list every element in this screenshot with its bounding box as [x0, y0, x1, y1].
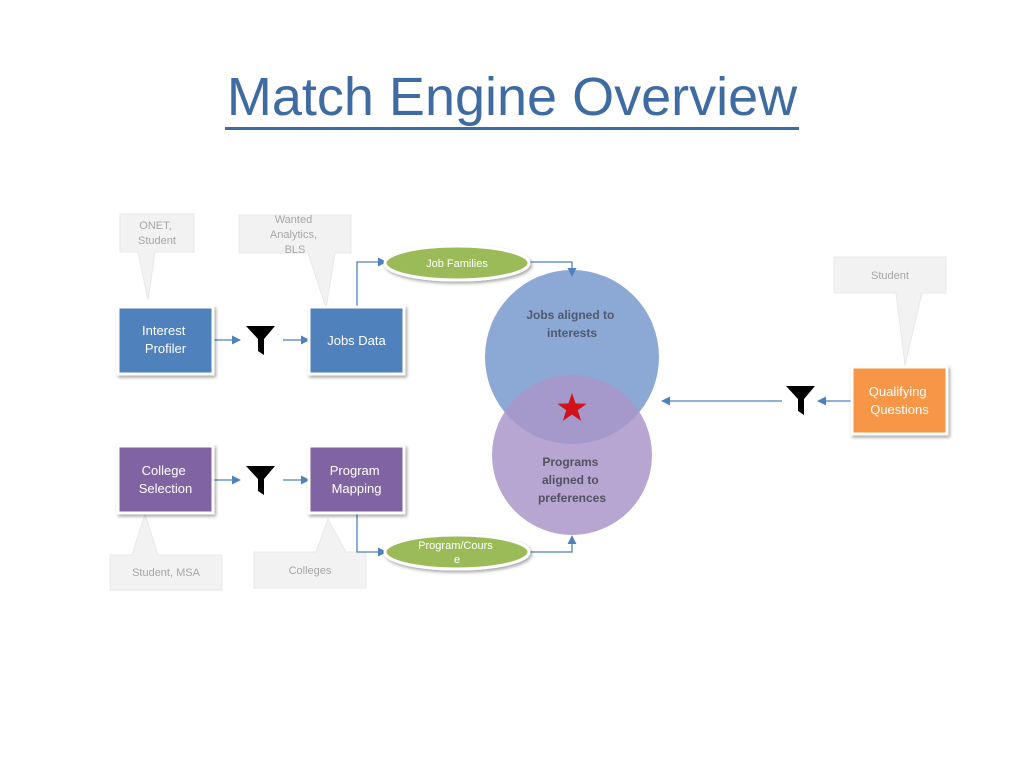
- qualifying-questions-line-2: Questions: [870, 402, 929, 417]
- callout-onet: ONET, Student: [119, 213, 195, 301]
- qualifying-questions-box: Qualifying Questions: [850, 365, 949, 436]
- filter-icon: [246, 466, 275, 495]
- callout-student-top: Student: [833, 256, 947, 366]
- callout-onet-line-2: Student: [138, 235, 176, 247]
- callout-wanted-line-1: Wanted: [275, 214, 313, 226]
- interest-profiler-box: Interest Profiler: [116, 305, 215, 376]
- programs-circle-label: Programs aligned to preferences: [538, 455, 606, 505]
- callout-student-top-text: Student: [871, 270, 909, 282]
- callout-wanted-line-3: BLS: [285, 244, 306, 256]
- program-mapping-box: Program Mapping: [307, 444, 406, 515]
- callout-student-msa-text: Student, MSA: [132, 567, 201, 579]
- programs-circle-line-3: preferences: [538, 491, 606, 505]
- arrow-jobs-to-families: [356, 257, 387, 308]
- svg-text:Program Mapping: Program Mapping: [330, 463, 383, 496]
- page-title: Match Engine Overview: [0, 62, 1024, 132]
- program-mapping-line-1: Program: [330, 463, 380, 478]
- callout-student-msa: Student, MSA: [109, 512, 223, 591]
- arrow-program-to-course: [356, 513, 387, 557]
- svg-text:Program/Cours e: Program/Cours e: [418, 540, 496, 566]
- programs-circle-line-2: aligned to: [542, 473, 599, 487]
- program-course-oval: Program/Cours e: [383, 533, 531, 571]
- match-star-icon: [557, 393, 587, 421]
- callout-wanted-analytics: Wanted Analytics, BLS: [238, 214, 352, 309]
- callout-colleges-text: Colleges: [289, 565, 332, 577]
- svg-text:College Selection: College Selection: [139, 463, 192, 496]
- arrow-course-to-circle: [528, 535, 577, 553]
- svg-text:Interest Profiler: Interest Profiler: [142, 323, 189, 356]
- jobs-circle-line-2: interests: [547, 326, 597, 340]
- college-selection-line-2: Selection: [139, 481, 192, 496]
- callout-colleges: Colleges: [253, 517, 367, 589]
- programs-circle-line-1: Programs: [542, 455, 598, 469]
- programs-circle: [492, 375, 652, 535]
- filter-icon: [786, 386, 815, 415]
- jobs-data-label: Jobs Data: [327, 333, 386, 348]
- interest-profiler-line-1: Interest: [142, 323, 186, 338]
- program-mapping-line-2: Mapping: [332, 481, 382, 496]
- filter-icon: [246, 326, 275, 355]
- qualifying-questions-line-1: Qualifying: [869, 384, 927, 399]
- job-families-oval: Job Families: [383, 244, 531, 282]
- jobs-circle-label: Jobs aligned to interests: [526, 308, 617, 340]
- college-selection-box: College Selection: [116, 444, 215, 515]
- callout-wanted-line-2: Analytics,: [270, 229, 317, 241]
- program-course-line-2: e: [454, 554, 460, 566]
- interest-profiler-line-2: Profiler: [145, 341, 187, 356]
- callout-onet-line-1: ONET,: [139, 220, 171, 232]
- jobs-circle-line-1: Jobs aligned to: [526, 308, 614, 322]
- job-families-label: Job Families: [426, 258, 488, 270]
- svg-text:Wanted Analytics,: Wanted Analytics, BLS: [270, 214, 320, 256]
- arrow-families-to-circle: [528, 261, 577, 277]
- program-course-line-1: Program/Cours: [418, 540, 493, 552]
- svg-text:ONET, Student: ONET, Student: [138, 220, 176, 247]
- college-selection-line-1: College: [142, 463, 186, 478]
- svg-text:Qualifying Questions: Qualifying Questions: [869, 384, 930, 417]
- jobs-data-box: Jobs Data: [307, 305, 406, 376]
